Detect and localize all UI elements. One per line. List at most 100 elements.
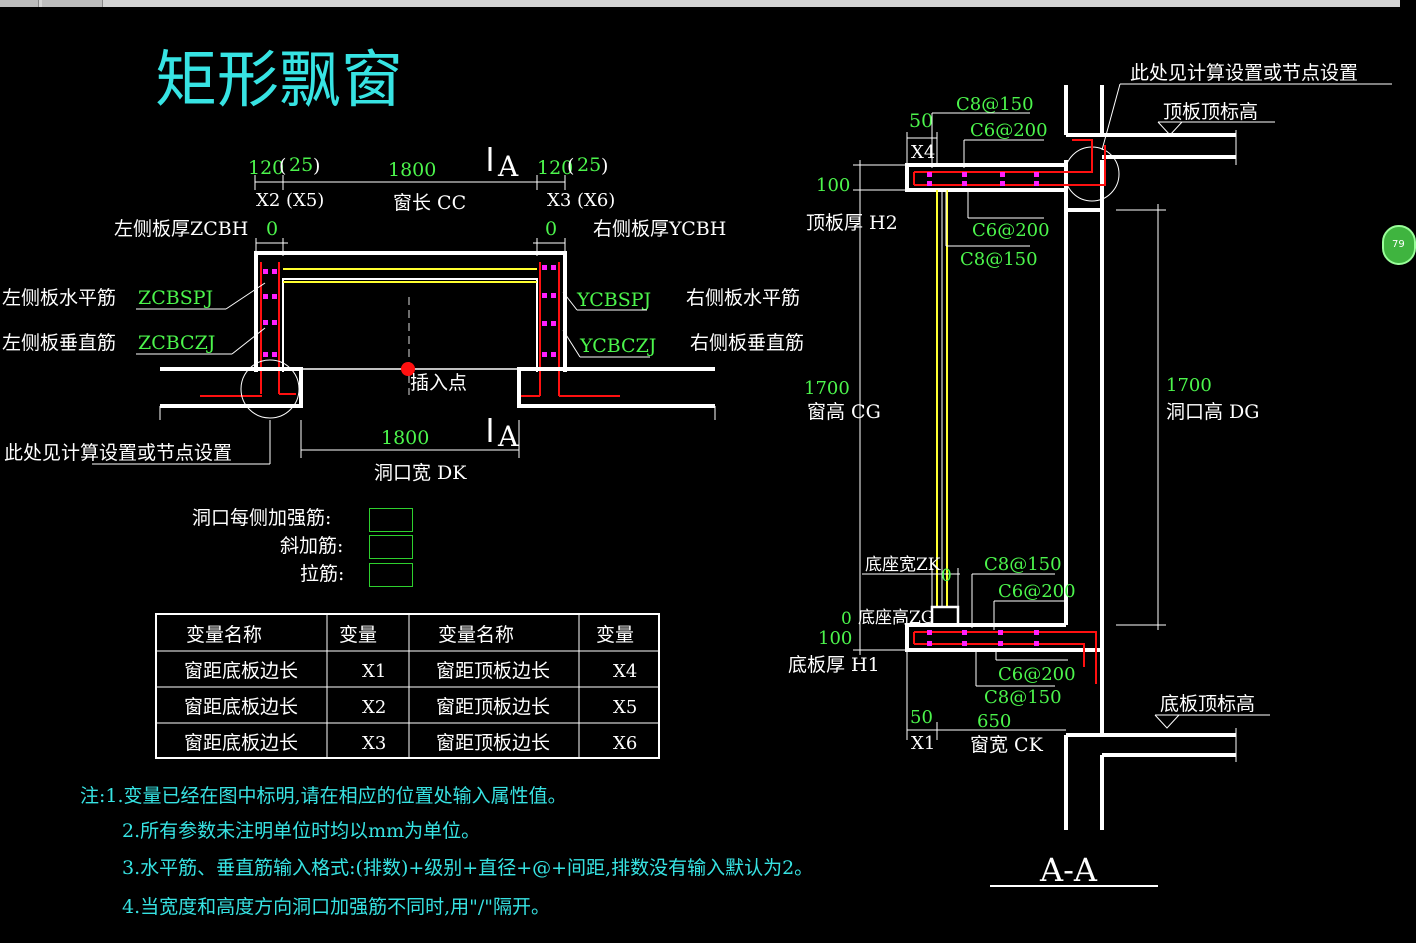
- dim-cc-label: 窗长 CC: [393, 192, 466, 214]
- diagonal-rebar-input[interactable]: [369, 535, 413, 559]
- dim-x5-value: 25: [289, 154, 313, 176]
- tie-rebar-input[interactable]: [369, 563, 413, 587]
- table-cell: 窗距顶板边长: [436, 660, 550, 682]
- top-c6-lower: C6@200: [972, 220, 1050, 241]
- dim-x3-value: 120: [537, 157, 573, 179]
- cg-label: 窗高 CG: [807, 401, 881, 423]
- opening-rebar-input[interactable]: [369, 508, 413, 532]
- ycbh-label: 右侧板厚YCBH: [593, 218, 726, 240]
- bottom-elevation-label: 底板顶标高: [1160, 693, 1255, 715]
- x4-label: X4: [911, 142, 935, 163]
- table-cell: X1: [362, 661, 386, 682]
- drawing-title: 矩形飘窗: [155, 43, 403, 116]
- table-header-name-2: 变量名称: [438, 624, 514, 646]
- ycbh-value: 0: [545, 218, 557, 240]
- window-tab-strip: [0, 0, 1400, 7]
- note-3: 3.水平筋、垂直筋输入格式:(排数)+级别+直径+@+间距,排数没有输入默认为2…: [122, 857, 813, 879]
- svg-text:(: (: [567, 155, 574, 177]
- section-title: A-A: [1039, 851, 1098, 889]
- insert-point-label: 插入点: [410, 372, 467, 394]
- table-cell: 窗距底板边长: [184, 696, 298, 718]
- cg-value: 1700: [804, 378, 850, 399]
- left-v-rebar-label: 左侧板垂直筋: [2, 332, 116, 354]
- right-h-rebar-code: YCBSPJ: [576, 289, 651, 311]
- dim-dk-label: 洞口宽 DK: [374, 462, 467, 484]
- right-h-rebar-label: 右侧板水平筋: [686, 287, 800, 309]
- bot-c8-upper: C8@150: [984, 554, 1062, 575]
- tie-rebar-label: 拉筋:: [300, 563, 344, 585]
- section-node-note: 此处见计算设置或节点设置: [1130, 62, 1358, 84]
- table-cell: 窗距底板边长: [184, 732, 298, 754]
- top-c6-upper: C6@200: [970, 120, 1048, 141]
- table-header-name-1: 变量名称: [186, 624, 262, 646]
- svg-text:): ): [313, 155, 320, 177]
- table-cell: 窗距顶板边长: [436, 696, 550, 718]
- top-elevation-label: 顶板顶标高: [1163, 101, 1258, 123]
- section-mark-top: A: [497, 150, 519, 183]
- section-mark-bottom: A: [497, 420, 519, 453]
- note-1: 注:1.变量已经在图中标明,请在相应的位置处输入属性值。: [80, 785, 567, 807]
- left-h-rebar-code: ZCBSPJ: [138, 287, 213, 309]
- bot-c6-upper: C6@200: [998, 581, 1076, 602]
- table-cell: X4: [613, 661, 637, 682]
- insert-point-marker[interactable]: [401, 362, 415, 376]
- dim-cc-value: 1800: [388, 159, 436, 181]
- zk-value: 0: [941, 566, 952, 586]
- diagonal-rebar-label: 斜加筋:: [280, 535, 343, 557]
- dim-x3-label: X3 (X6): [547, 190, 615, 211]
- top-c8-lower: C8@150: [960, 249, 1038, 270]
- plan-node-note: 此处见计算设置或节点设置: [4, 442, 232, 464]
- ck-label: 窗宽 CK: [970, 734, 1044, 756]
- zg-value: 0: [841, 609, 852, 629]
- h2-value: 100: [816, 175, 850, 196]
- tab-2[interactable]: [42, 0, 103, 7]
- left-h-rebar-label: 左侧板水平筋: [2, 287, 116, 309]
- h1-label: 底板厚 H1: [788, 654, 880, 676]
- table-cell: X2: [362, 697, 386, 718]
- right-v-rebar-label: 右侧板垂直筋: [690, 332, 804, 354]
- section-view: 此处见计算设置或节点设置 顶板顶标高 50 X4 C8@150 C6@200 C…: [788, 62, 1392, 889]
- note-2: 2.所有参数未注明单位时均以mm为单位。: [122, 820, 480, 842]
- h2-label: 顶板厚 H2: [806, 212, 898, 234]
- top-plate-rebar-dots: [927, 172, 1039, 186]
- svg-text:): ): [601, 155, 608, 177]
- top-c8-upper: C8@150: [956, 94, 1034, 115]
- dim-x2-value: 120: [248, 157, 284, 179]
- zg-label: 底座高ZG: [858, 608, 934, 628]
- right-v-rebar-code: YCBCZJ: [579, 335, 656, 357]
- dim-x6-value: 25: [577, 154, 601, 176]
- dim-dk-value: 1800: [381, 427, 429, 449]
- left-rebar-dots: [263, 269, 277, 357]
- x4-value: 50: [909, 110, 933, 132]
- left-v-rebar-code: ZCBCZJ: [138, 332, 215, 354]
- plan-view: A A 120 ( 25 ) X2 (X5) 1800 窗长 CC 120 ( …: [2, 147, 804, 484]
- table-cell: 窗距底板边长: [184, 660, 298, 682]
- right-rebar-dots: [542, 265, 556, 357]
- variable-table: 变量名称 变量 变量名称 变量 窗距底板边长 X1 窗距顶板边长 X4 窗距底板…: [155, 613, 660, 759]
- dg-label: 洞口高 DG: [1166, 401, 1259, 423]
- zk-label: 底座宽ZK: [865, 555, 941, 575]
- tab-1[interactable]: [0, 0, 39, 7]
- zcbh-label: 左侧板厚ZCBH: [114, 218, 248, 240]
- opening-rebar-label: 洞口每侧加强筋:: [192, 507, 331, 529]
- table-cell: 窗距顶板边长: [436, 732, 550, 754]
- note-4: 4.当宽度和高度方向洞口加强筋不同时,用"/"隔开。: [122, 896, 550, 918]
- ck-value: 650: [977, 711, 1011, 732]
- table-cell: X6: [613, 733, 637, 754]
- dg-value: 1700: [1166, 375, 1212, 396]
- bot-c8-lower: C8@150: [984, 687, 1062, 708]
- x1-value: 50: [910, 707, 933, 728]
- svg-text:(: (: [279, 155, 286, 177]
- zcbh-value: 0: [266, 218, 278, 240]
- bot-c6-lower: C6@200: [998, 664, 1076, 685]
- x1-label: X1: [911, 733, 935, 754]
- dim-x2-label: X2 (X5): [256, 190, 324, 211]
- table-cell: X5: [613, 697, 637, 718]
- table-header-var-2: 变量: [596, 624, 634, 646]
- h1-value: 100: [818, 628, 852, 649]
- table-header-var-1: 变量: [339, 624, 377, 646]
- bottom-plate-rebar-dots: [927, 630, 1039, 646]
- table-cell: X3: [362, 733, 386, 754]
- side-float-badge[interactable]: 79: [1382, 225, 1416, 265]
